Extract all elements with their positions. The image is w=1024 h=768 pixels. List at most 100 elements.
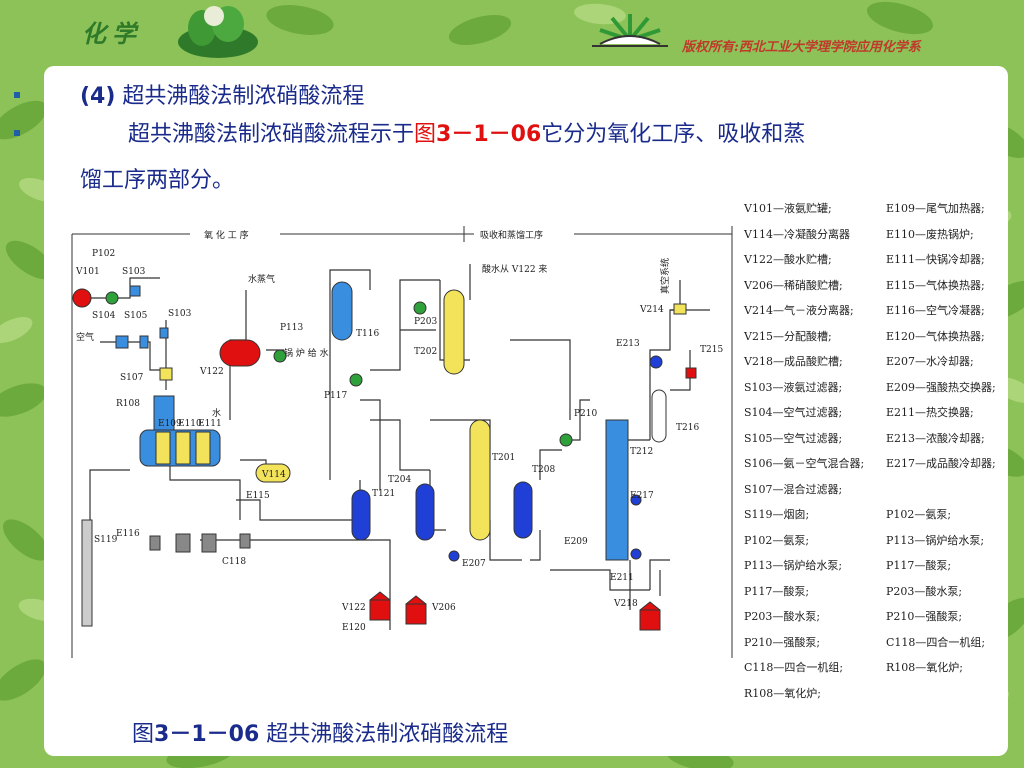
tag-T204: T204 bbox=[388, 475, 411, 485]
tag-V122b: V122 bbox=[341, 603, 366, 613]
paragraph-text-b: 它分为氧化工序、吸收和蒸 bbox=[541, 122, 806, 147]
legend-item: E209—强酸热交换器; bbox=[886, 380, 996, 394]
process-flow-diagram: 氧 化 工 序 吸收和蒸馏工序 bbox=[71, 226, 733, 658]
paragraph-line-1: 超共沸酸法制浓硝酸流程示于图3－1－06它分为氧化工序、吸收和蒸 bbox=[128, 116, 805, 148]
section-absorption-label: 吸收和蒸馏工序 bbox=[480, 229, 543, 241]
tag-P113: P113 bbox=[280, 323, 304, 333]
figure-ref-number: 3－1－06 bbox=[436, 122, 542, 147]
legend-item: R108—氧化炉; bbox=[744, 686, 821, 700]
legend-item: V218—成品酸贮槽; bbox=[744, 355, 843, 368]
tag-S107: S107 bbox=[120, 373, 144, 383]
legend-item: V214—气－液分离器; bbox=[744, 304, 854, 317]
tag-V101: V101 bbox=[75, 267, 100, 277]
legend-item: V101—液氨贮罐; bbox=[744, 202, 832, 215]
tag-E120: E120 bbox=[342, 623, 366, 633]
tag-P203: P203 bbox=[414, 317, 438, 327]
bullet-icon bbox=[14, 130, 20, 136]
boiler-feed-label: 锅 炉 给 水 bbox=[284, 347, 329, 359]
tag-E115: E115 bbox=[246, 491, 270, 501]
legend-item: E120—气体换热器; bbox=[886, 329, 985, 343]
legend-item: P210—强酸泵; bbox=[886, 610, 963, 623]
tag-E217: E217 bbox=[630, 491, 654, 501]
tag-V218: V218 bbox=[613, 599, 638, 609]
legend-item: C118—四合一机组; bbox=[886, 635, 986, 649]
legend-item: E115—气体换热器; bbox=[886, 278, 985, 292]
paragraph-text-a: 超共沸酸法制浓硝酸流程示于 bbox=[128, 122, 415, 147]
tag-S104: S104 bbox=[92, 311, 116, 321]
tag-E209: E209 bbox=[564, 537, 588, 547]
legend-item: P113—锅炉给水泵; bbox=[886, 533, 985, 547]
caption-text: 超共沸酸法制浓硝酸流程 bbox=[266, 722, 509, 747]
content-panel bbox=[44, 66, 1008, 756]
tag-R108: R108 bbox=[116, 399, 140, 409]
tag-T208: T208 bbox=[532, 465, 555, 475]
figure-caption: 图3－1－06 超共沸酸法制浓硝酸流程 bbox=[132, 716, 508, 748]
tag-V122: V122 bbox=[199, 367, 224, 377]
legend-item: S119—烟囱; bbox=[744, 508, 810, 521]
tag-T116: T116 bbox=[356, 329, 379, 339]
legend-item: V122—酸水贮槽; bbox=[744, 253, 832, 266]
caption-fig-label: 图 bbox=[132, 722, 155, 747]
steam-label: 水蒸气 bbox=[248, 273, 275, 285]
tag-T121: T121 bbox=[372, 489, 395, 499]
copyright-text: 版权所有:西北工业大学理学院应用化学系 bbox=[682, 40, 921, 55]
legend-item: E109—尾气加热器; bbox=[886, 202, 985, 215]
tag-T216: T216 bbox=[676, 423, 699, 433]
plant-logo-icon bbox=[178, 6, 258, 58]
tag-C118: C118 bbox=[222, 557, 246, 567]
header: 化学 版权所有:西北工业大学理学院应用化学系 bbox=[0, 0, 1024, 66]
legend-item: V114—冷凝酸分离器 bbox=[744, 227, 850, 241]
tag-E207: E207 bbox=[462, 559, 486, 569]
caption-fig-number: 3－1－06 bbox=[154, 722, 260, 747]
acid-from-label: 酸水从 V122 来 bbox=[482, 263, 547, 275]
tag-S105: S105 bbox=[124, 311, 148, 321]
air-label: 空气 bbox=[76, 331, 94, 343]
tag-S119: S119 bbox=[94, 535, 118, 545]
legend-item: S107—混合过滤器; bbox=[744, 482, 843, 496]
tag-V114: V114 bbox=[261, 470, 286, 480]
heading-line: (4) 超共沸酸法制浓硝酸流程 bbox=[80, 78, 364, 110]
tag-P102: P102 bbox=[92, 249, 115, 259]
tag-T212: T212 bbox=[630, 447, 653, 457]
legend-item: C118—四合一机组; bbox=[744, 661, 844, 674]
legend-item: R108—氧化炉; bbox=[886, 661, 963, 674]
legend-item: S105—空气过滤器; bbox=[744, 431, 843, 445]
section-oxidation-label: 氧 化 工 序 bbox=[204, 229, 249, 241]
legend-item: S104—空气过滤器; bbox=[744, 406, 843, 419]
legend-item: V215—分配酸槽; bbox=[744, 329, 832, 343]
legend-item: P117—酸泵; bbox=[886, 559, 952, 572]
heading-text: 超共沸酸法制浓硝酸流程 bbox=[122, 84, 365, 109]
legend-item: E207—水冷却器; bbox=[886, 355, 974, 368]
tag-P210: P210 bbox=[574, 409, 598, 419]
legend-item: E211—热交换器; bbox=[886, 406, 974, 419]
legend-item: S103—液氨过滤器; bbox=[744, 380, 843, 394]
legend-item: E213—浓酸冷却器; bbox=[886, 431, 985, 445]
water-label: 水 bbox=[212, 407, 221, 419]
tag-S103a: S103 bbox=[122, 267, 146, 277]
legend-item: P113—锅炉给水泵; bbox=[744, 559, 843, 572]
tag-E111: E111 bbox=[198, 419, 222, 429]
paragraph-line-2: 馏工序两部分。 bbox=[80, 168, 235, 193]
legend-item: P210—强酸泵; bbox=[744, 635, 821, 649]
legend-item: P102—氨泵; bbox=[744, 533, 810, 547]
tag-T201: T201 bbox=[492, 453, 515, 463]
tag-T215: T215 bbox=[700, 345, 723, 355]
legend-item: E110—废热锅炉; bbox=[886, 227, 974, 241]
legend-item: P117—酸泵; bbox=[744, 584, 810, 598]
tag-P117: P117 bbox=[324, 391, 348, 401]
tag-E109: E109 bbox=[158, 419, 182, 429]
legend-item: P203—酸水泵; bbox=[886, 584, 963, 598]
tag-E211: E211 bbox=[610, 573, 634, 583]
tag-V206: V206 bbox=[431, 603, 456, 613]
heading-number: (4) bbox=[80, 84, 116, 109]
sun-logo-icon bbox=[592, 14, 668, 47]
tag-S103b: S103 bbox=[168, 309, 192, 319]
tag-T202: T202 bbox=[414, 347, 437, 357]
tag-E116: E116 bbox=[116, 529, 140, 539]
tag-E110: E110 bbox=[178, 419, 202, 429]
legend-item: P102—氨泵; bbox=[886, 508, 952, 521]
figure-ref-label: 图 bbox=[414, 122, 437, 147]
legend-item: S106—氨－空气混合器; bbox=[744, 457, 865, 470]
legend-item: P203—酸水泵; bbox=[744, 610, 821, 623]
